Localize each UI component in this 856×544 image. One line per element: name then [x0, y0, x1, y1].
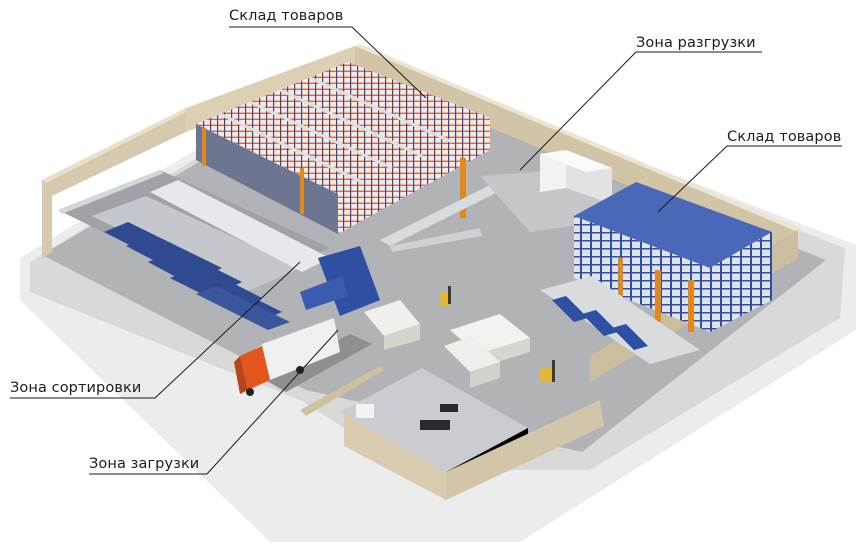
- automated-racks-right: [574, 182, 772, 332]
- leader-line-unloading: [519, 51, 762, 171]
- loading-fence: [300, 366, 384, 416]
- delivery-truck: [234, 318, 340, 396]
- forklift-1: [440, 286, 451, 306]
- sorting-conveyors: [92, 180, 330, 330]
- callout-warehouse-top: Склад товаров: [229, 8, 344, 24]
- callout-unloading-zone: Зона разгрузки: [636, 35, 756, 51]
- right-conveyor-stations: [540, 276, 700, 364]
- left-wall: [42, 108, 186, 258]
- back-wall: [186, 46, 355, 132]
- loading-dock: [262, 334, 372, 392]
- center-conveyor: [380, 180, 510, 246]
- right-back-wall-top: [355, 44, 802, 232]
- leader-lines: [10, 26, 842, 475]
- leader-line-sorting: [10, 261, 301, 399]
- floor-pallets: [364, 300, 530, 388]
- callout-sorting-zone: Зона сортировки: [10, 380, 142, 396]
- forklift-2: [540, 360, 555, 382]
- leader-line-warehouse-right: [657, 145, 842, 213]
- unloading-containers: [540, 150, 612, 204]
- mezzanine-stairs: [300, 246, 380, 316]
- office-area: [340, 368, 604, 500]
- leader-line-warehouse-top: [229, 26, 427, 99]
- pallet-racks-main: [196, 62, 490, 234]
- leader-line-loading: [89, 329, 339, 475]
- callout-loading-zone: Зона загрузки: [89, 456, 200, 472]
- left-wall-top: [42, 108, 190, 183]
- callout-warehouse-right: Склад товаров: [727, 129, 842, 145]
